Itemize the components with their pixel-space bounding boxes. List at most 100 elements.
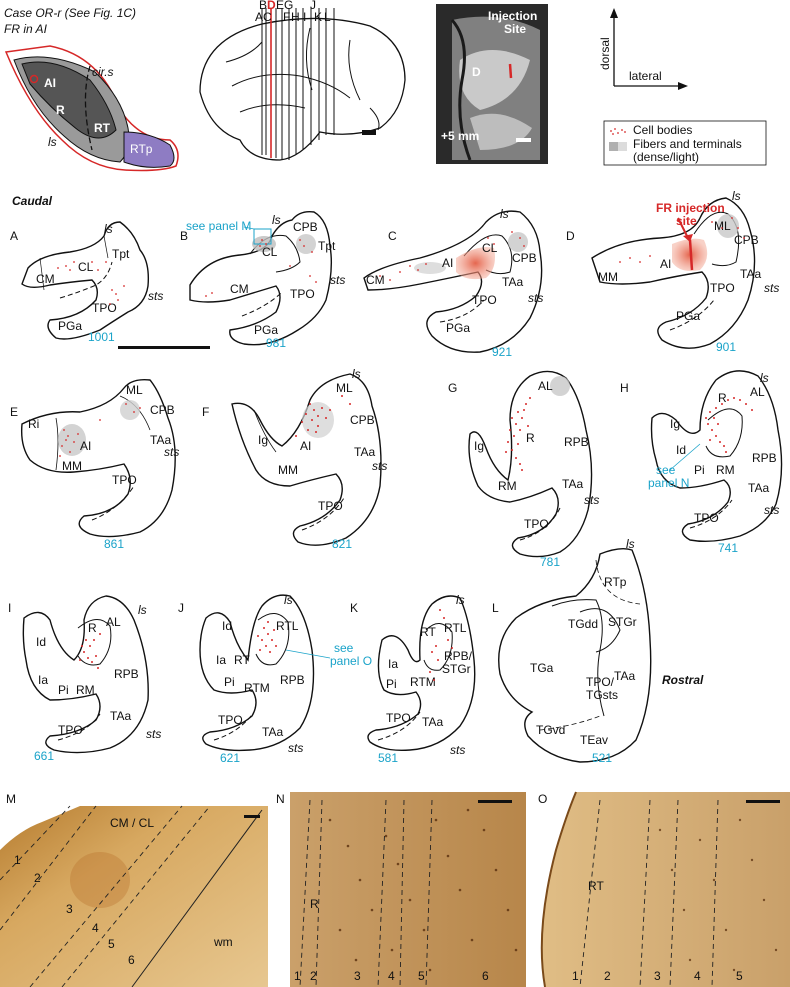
panel-J-area-Ia: Ia [216, 653, 226, 667]
panel-H-area-TPO: TPO [694, 511, 719, 525]
panel-E-area-AI: AI [80, 439, 91, 453]
flat-r-label: R [56, 103, 65, 117]
photo-N-layer-5: 5 [418, 969, 425, 983]
panel-B-note: see panel M [186, 219, 251, 233]
panel-I-area-RPB: RPB [114, 667, 139, 681]
panel-A-sts: sts [148, 289, 163, 303]
photo-O-layer-2: 2 [604, 969, 611, 983]
lateral-label: lateral [629, 69, 662, 83]
panel-K-area-RTM: RTM [410, 675, 436, 689]
panel-D-number: 901 [716, 340, 736, 354]
panel-A-area-CL: CL [78, 260, 94, 274]
panel-B-area-TPO: TPO [290, 287, 315, 301]
panel-H-area-Pi: Pi [694, 463, 705, 477]
panel-K-area-Pi: Pi [386, 677, 397, 691]
panel-J-area-RT: RT [234, 653, 250, 667]
panel-I-number: 661 [34, 749, 54, 763]
brain-label-C: C [263, 10, 272, 24]
panel-F-cells [295, 395, 351, 437]
panel-H-area-Ig: Ig [670, 417, 680, 431]
panel-D-letter: D [566, 229, 575, 243]
panel-L-area-TGvd: TGvd [536, 723, 565, 737]
panel-E-sts: sts [164, 445, 179, 459]
case-title: Case OR-r (See Fig. 1C) [4, 6, 136, 20]
panel-A-ls: ls [104, 222, 113, 236]
photo-N-layer-2: 2 [310, 969, 317, 983]
rostral-label: Rostral [662, 673, 704, 687]
panel-C-ls: ls [500, 207, 509, 221]
panel-C-area-CPB: CPB [512, 251, 537, 265]
case-subtitle: FR in AI [4, 22, 48, 36]
panel-F-area-ML: ML [336, 381, 353, 395]
panel-B-sts: sts [330, 273, 345, 287]
panel-D-ls: ls [732, 189, 741, 203]
panel-C-area-TPO: TPO [472, 293, 497, 307]
brain-label-B: B [259, 0, 267, 12]
panel-I-cells [79, 633, 101, 669]
panel-H: H see panel N Ig R AL Id Pi RM RPB TAa T… [620, 370, 783, 555]
brain-label-J: J [310, 0, 316, 12]
panel-L-number: 521 [592, 751, 612, 765]
photo-N-layer-6: 6 [482, 969, 489, 983]
panel-J-sts: sts [288, 741, 303, 755]
panel-K: K RT RTL Ia RPB/ STGr Pi RTM TPO TAa ls … [350, 593, 476, 765]
panel-D-area-ML: ML [714, 219, 731, 233]
panel-J-area-RTL: RTL [276, 619, 299, 633]
panel-B-area-PGa: PGa [254, 323, 278, 337]
panel-J-ls: ls [284, 593, 293, 607]
panel-A-area-TPO: TPO [92, 301, 117, 315]
photo-M-layer-3: 3 [66, 902, 73, 916]
panel-K-sts: sts [450, 743, 465, 757]
panel-C-area-CM: CM [366, 273, 385, 287]
panel-J: J see panel O Id RTL Ia RT Pi RTM RPB TP… [178, 593, 372, 765]
panel-I-area-Pi: Pi [58, 683, 69, 697]
panel-A-area-Tpt: Tpt [112, 247, 130, 261]
photo-M-letter: M [6, 792, 16, 806]
orientation-arrows: dorsal lateral [598, 8, 688, 90]
panel-H-area-Id: Id [676, 443, 686, 457]
panel-G-sts: sts [584, 493, 599, 507]
panel-G: G Ig AL R RPB RM TAa TPO sts 781 [448, 370, 599, 569]
flat-ai-label: AI [44, 76, 56, 90]
brain-label-A: A [255, 10, 263, 24]
legend-cells: Cell bodies [633, 123, 692, 137]
panel-C-area-TAa: TAa [502, 275, 523, 289]
panel-J-area-RPB: RPB [280, 673, 305, 687]
scale-bar [118, 346, 210, 349]
photo-O-layer-4: 4 [694, 969, 701, 983]
panel-K-area-STGr: STGr [442, 662, 471, 676]
panel-E-number: 861 [104, 537, 124, 551]
panel-I-area-TAa: TAa [110, 709, 131, 723]
panel-F-number: 821 [332, 537, 352, 551]
panel-J-area-TAa: TAa [262, 725, 283, 739]
panel-L-letter: L [492, 601, 499, 615]
panel-D-area-AI: AI [660, 257, 671, 271]
panel-K-area-Ia: Ia [388, 657, 398, 671]
panel-J-area-TPO: TPO [218, 713, 243, 727]
photo-M-title: CM / CL [110, 816, 154, 830]
panel-G-area-RM: RM [498, 479, 517, 493]
flatmap: AI R RT RTp cir.s ls [4, 45, 179, 172]
panel-J-area-RTM: RTM [244, 681, 270, 695]
legend-fibers-1: Fibers and terminals [633, 137, 742, 151]
photo-M-layer-4: 4 [92, 921, 99, 935]
panel-I-area-RM: RM [76, 683, 95, 697]
panel-K-ls: ls [456, 593, 465, 607]
brain-label-L: L [324, 10, 331, 24]
panel-D-note-1: FR injection [656, 201, 725, 215]
photo-M-wm: wm [213, 935, 233, 949]
photo-O-area: RT [588, 879, 604, 893]
photo-M-layer-6: 6 [128, 953, 135, 967]
panel-L-area-TPO: TPO/ [586, 675, 615, 689]
panel-J-area-Pi: Pi [224, 675, 235, 689]
brain-label-I: I [303, 10, 306, 24]
panel-H-area-AL: AL [750, 385, 765, 399]
brain-label-D: D [267, 0, 276, 12]
panel-D-area-PGa: PGa [676, 309, 700, 323]
panel-D-note-2: site [676, 214, 697, 228]
panel-E-area-TPO: TPO [112, 473, 137, 487]
photo-N-layer-1: 1 [294, 969, 301, 983]
caudal-label: Caudal [12, 194, 53, 208]
panel-I-letter: I [8, 601, 11, 615]
panel-D-sts: sts [764, 281, 779, 295]
